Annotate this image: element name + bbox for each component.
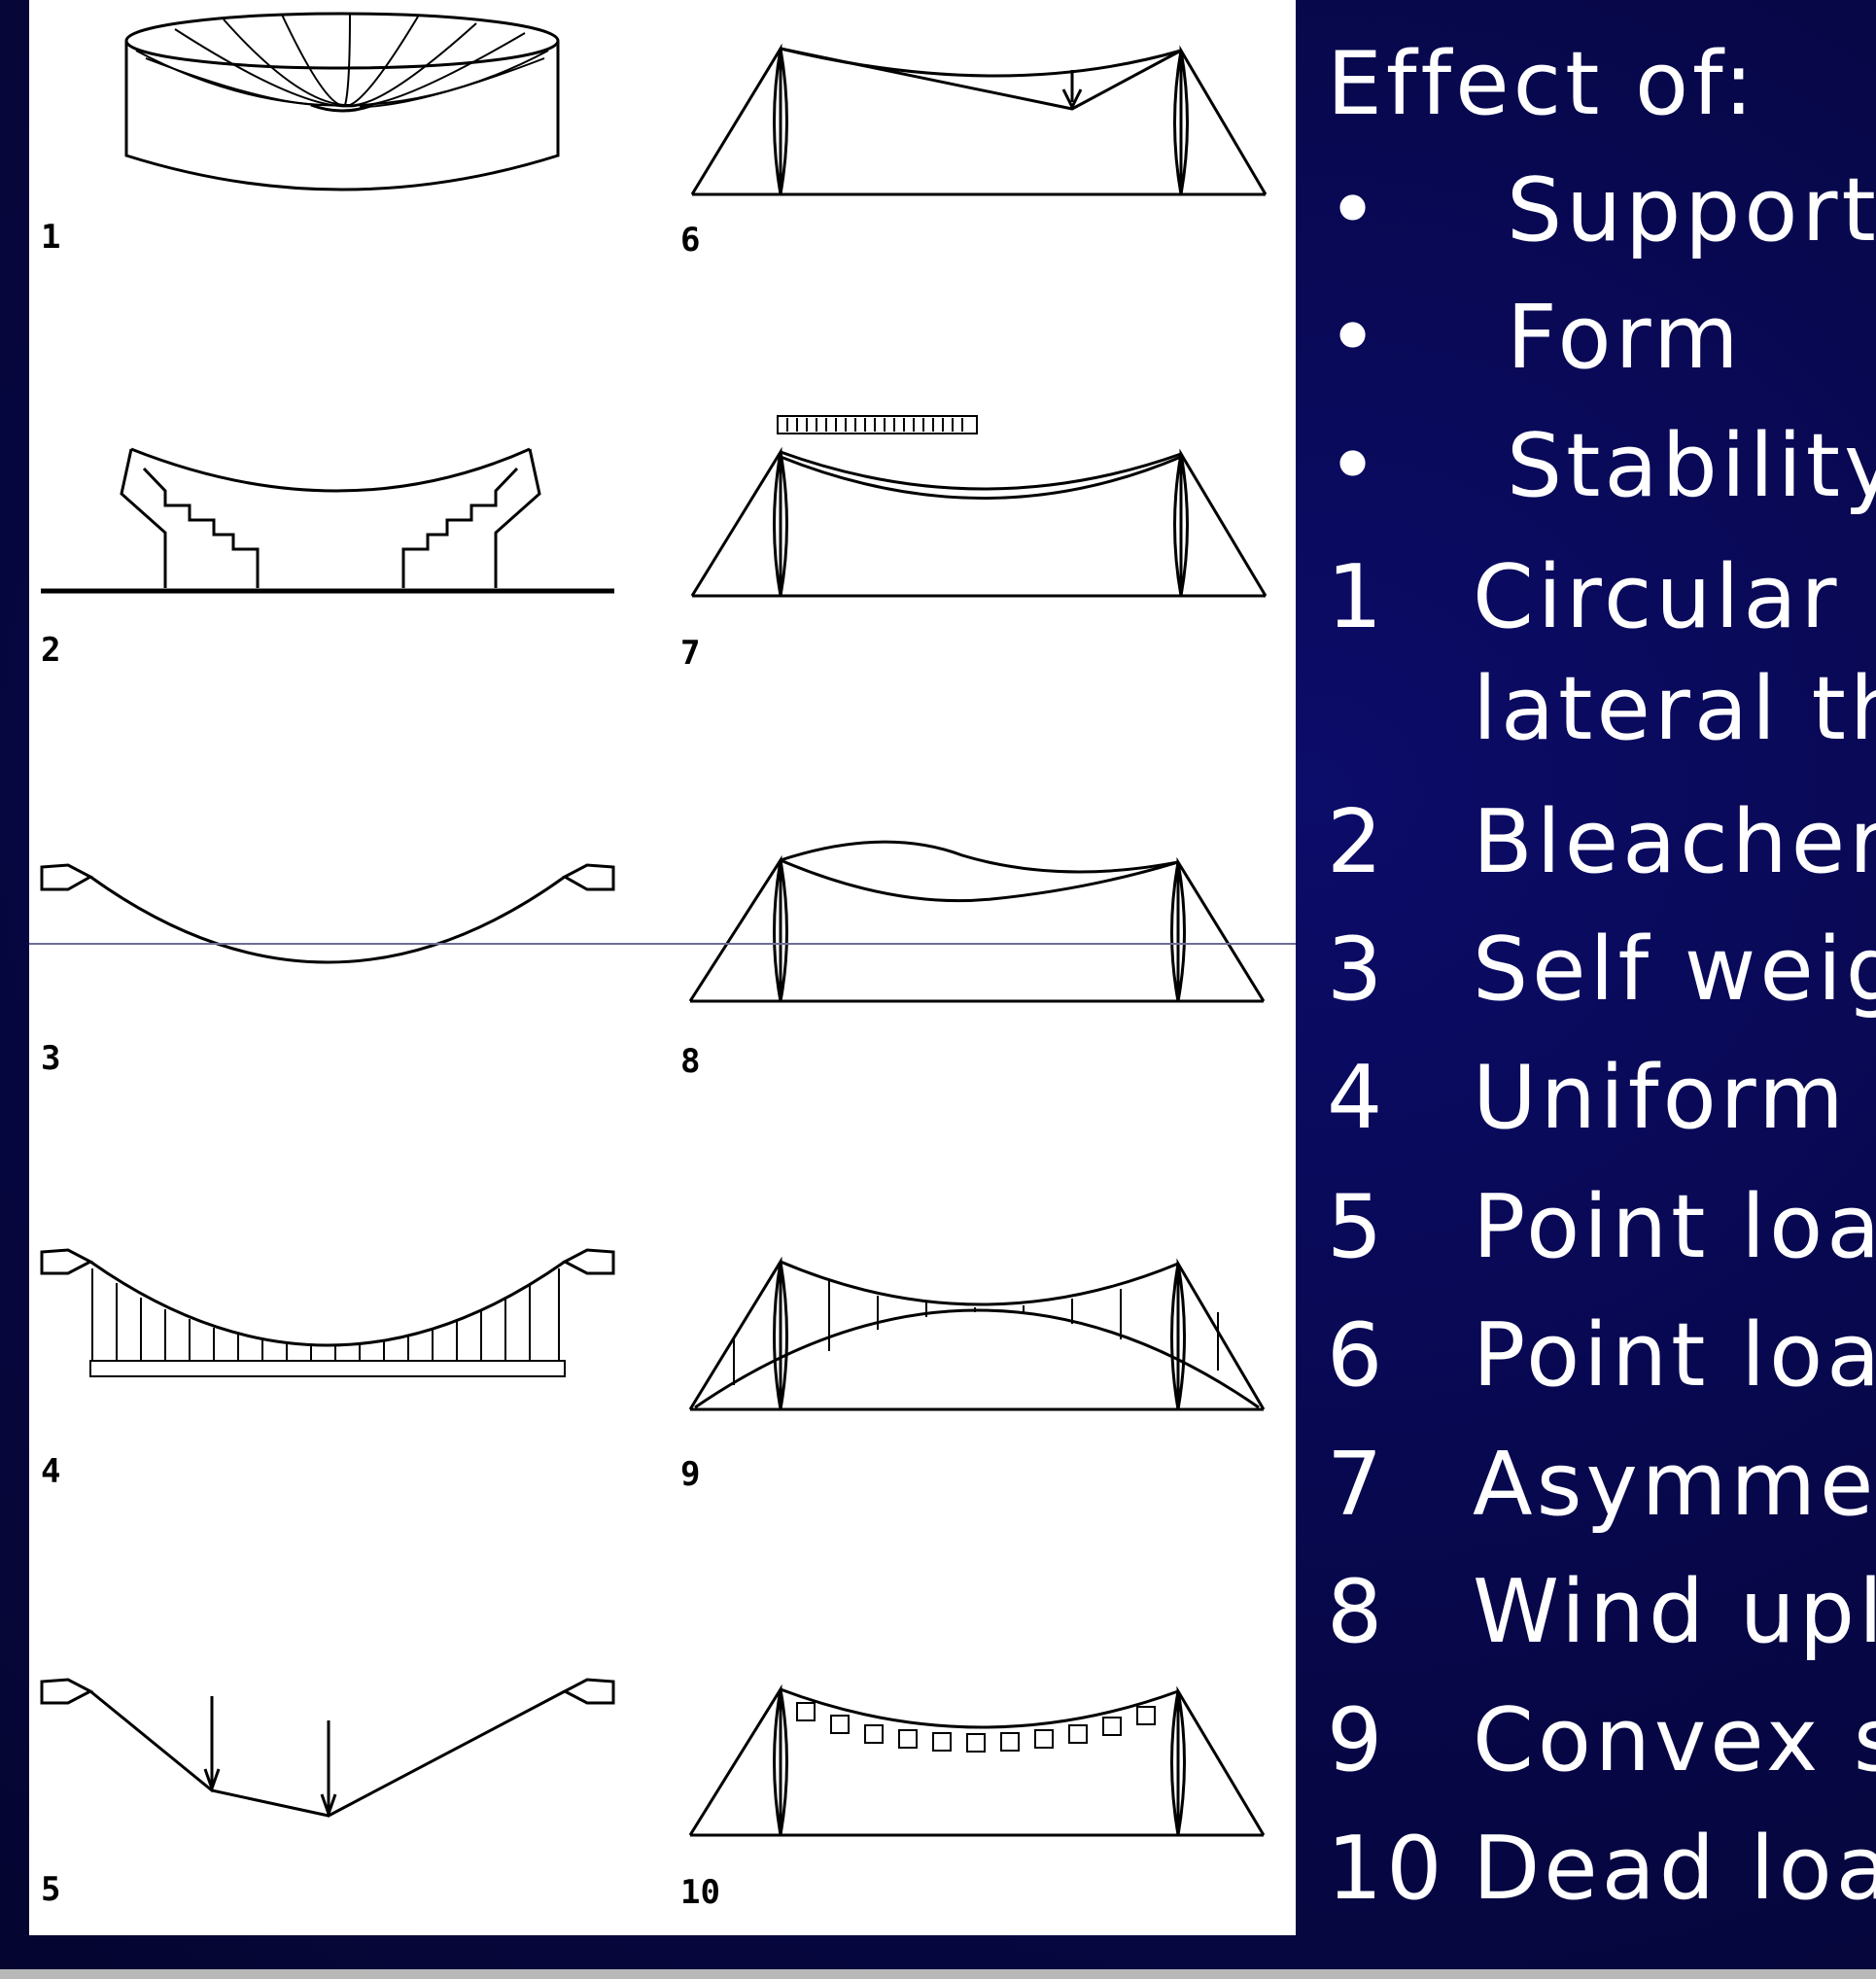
fig9-convex-system xyxy=(688,1256,1266,1411)
fig5-point-loads-cable xyxy=(40,1678,615,1819)
item-text: Convex s xyxy=(1473,1689,1876,1791)
heading: Effect of: xyxy=(1327,33,1757,135)
bullet-icon: • xyxy=(1327,415,1383,517)
bullet-item: •Support xyxy=(1327,167,1876,255)
item-number: 9 xyxy=(1327,1689,1387,1791)
fig-label-6: 6 xyxy=(680,221,700,260)
bullet-item: •Form xyxy=(1327,295,1743,382)
cable-structures-figure: 1 2 3 4 5 6 7 8 9 10 xyxy=(29,0,1296,1935)
item-number: 3 xyxy=(1327,919,1387,1021)
fig-label-4: 4 xyxy=(41,1452,60,1491)
item-text: Point load xyxy=(1473,1304,1876,1406)
fig-label-10: 10 xyxy=(680,1873,720,1912)
fig2-bleachers xyxy=(41,447,614,594)
fig-label-3: 3 xyxy=(41,1039,60,1078)
item-number: 1 xyxy=(1327,546,1387,648)
fig-label-9: 9 xyxy=(680,1455,700,1494)
fig7-asymmetric-load xyxy=(690,415,1268,598)
bullet-label: Stability xyxy=(1507,415,1876,517)
bullet-icon: • xyxy=(1327,159,1383,261)
item-number: 8 xyxy=(1327,1561,1387,1663)
fig1-circular-ring xyxy=(124,12,560,191)
fig-label-7: 7 xyxy=(680,634,700,673)
bullet-label: Support xyxy=(1507,159,1876,261)
fig-label-8: 8 xyxy=(680,1042,700,1081)
item-text: Self weigh xyxy=(1473,919,1876,1021)
item-text: Uniform lo xyxy=(1473,1047,1876,1149)
item-text: lateral thr xyxy=(1473,658,1876,760)
item-number: 2 xyxy=(1327,791,1387,893)
fig6-pylon-point-load xyxy=(690,43,1268,196)
item-text: Point load xyxy=(1473,1176,1876,1278)
item-text: Asymmet xyxy=(1473,1434,1876,1536)
fig-label-2: 2 xyxy=(41,631,60,670)
item-number: 7 xyxy=(1327,1434,1387,1536)
fig10-dead-load xyxy=(688,1684,1266,1837)
fig-label-1: 1 xyxy=(41,218,60,257)
bottom-bar xyxy=(0,1969,1876,1979)
figure-drawing: 1 2 3 4 5 6 7 8 9 10 xyxy=(29,12,1296,1912)
fig3-self-weight-cable xyxy=(40,863,615,964)
item-text: Circular s xyxy=(1473,546,1876,648)
fig8-wind-uplift xyxy=(688,840,1266,1003)
bullet-label: Form xyxy=(1507,287,1743,389)
item-number: 6 xyxy=(1327,1304,1387,1406)
item-text: Dead load xyxy=(1473,1818,1876,1920)
bullet-icon: • xyxy=(1327,287,1383,389)
item-number: 4 xyxy=(1327,1047,1387,1149)
list-item: lateral thr xyxy=(1327,666,1876,753)
item-number: 10 xyxy=(1327,1818,1446,1920)
fig4-uniform-load-cable xyxy=(40,1248,615,1377)
bullet-item: •Stability xyxy=(1327,423,1876,510)
list-item: 2Bleachers xyxy=(1327,799,1876,886)
item-text: Wind uplif xyxy=(1473,1561,1876,1663)
item-number: 5 xyxy=(1327,1176,1387,1278)
fig-label-5: 5 xyxy=(41,1870,60,1909)
item-text: Bleachers xyxy=(1473,791,1876,893)
